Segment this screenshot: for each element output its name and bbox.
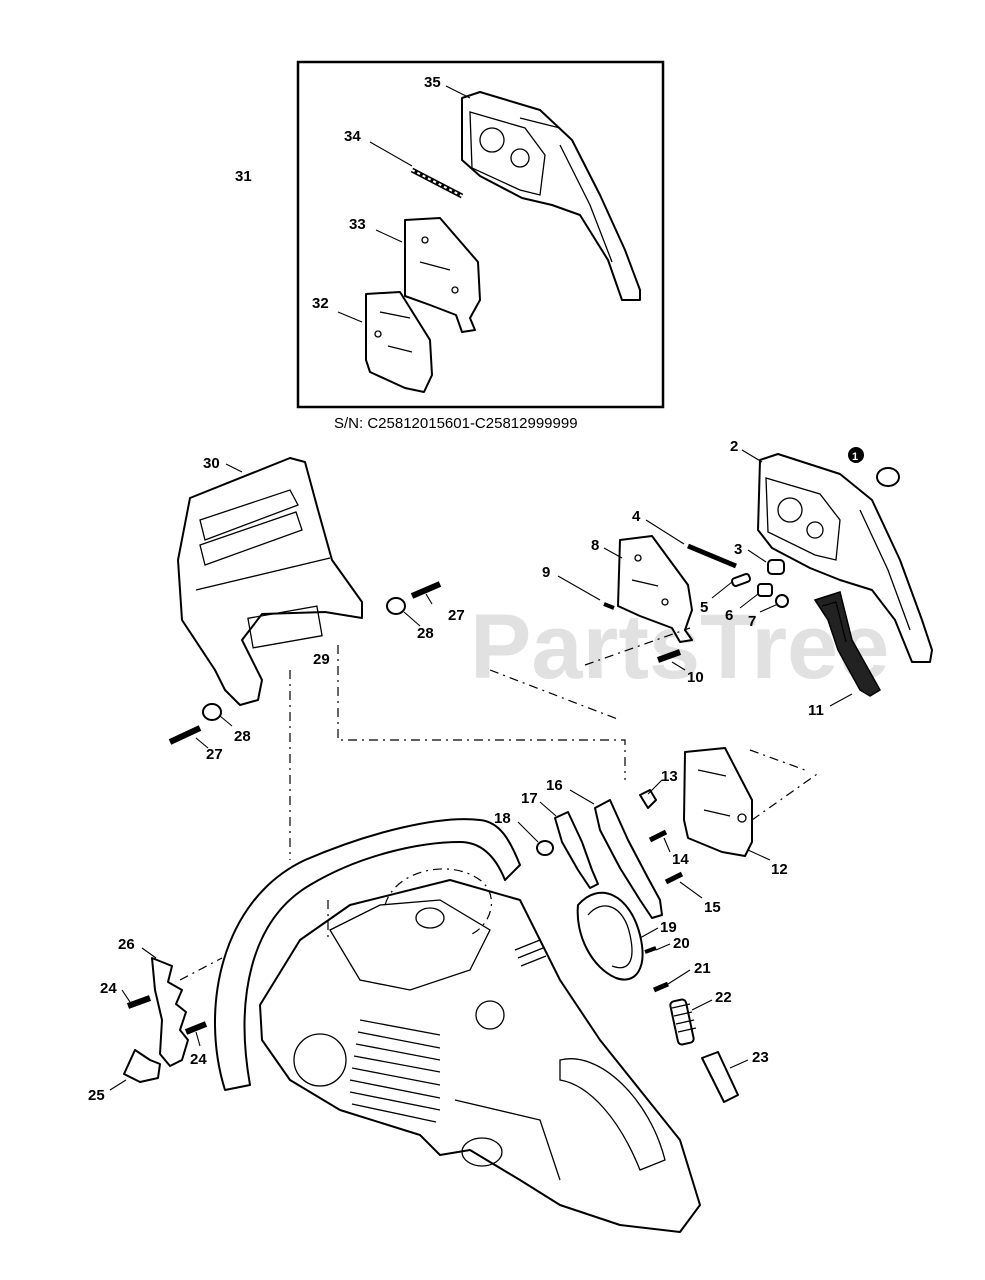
sprocket-cover — [757, 453, 933, 663]
bumper-bracket — [123, 1049, 161, 1083]
guard-bolt — [410, 581, 442, 599]
callout-20: 20 — [673, 935, 690, 952]
stud — [687, 543, 737, 569]
bar-nut — [876, 467, 900, 487]
assembly-line-2 — [337, 645, 626, 780]
callout-1: 1 — [852, 451, 858, 463]
clip — [639, 789, 657, 809]
callout-31: 31 — [235, 168, 252, 185]
inset-stud — [410, 167, 464, 199]
callout-16: 16 — [546, 777, 563, 794]
inset-inner-plate — [365, 291, 433, 393]
inset-sprocket-cover — [461, 91, 641, 301]
assembly-line-5 — [749, 749, 806, 771]
callout-12: 12 — [771, 861, 788, 878]
callout-22: 22 — [715, 989, 732, 1006]
callout-24-upper: 24 — [100, 980, 117, 997]
guard-spacer — [386, 597, 406, 615]
scrench — [813, 591, 882, 697]
callout-6: 6 — [725, 607, 733, 624]
callout-1-badge — [848, 447, 864, 463]
bushing — [536, 840, 554, 856]
inset-outer-plate — [404, 217, 481, 333]
assembly-line-6 — [751, 771, 821, 821]
tensioner-plate — [594, 799, 663, 919]
brake-band — [576, 891, 644, 981]
screw-24a — [126, 995, 152, 1009]
callout-7: 7 — [748, 613, 756, 630]
callout-24-lower: 24 — [190, 1051, 207, 1068]
inner-guide-plate — [683, 747, 753, 857]
screw-24b — [184, 1021, 208, 1035]
outer-guide-plate — [617, 535, 693, 643]
spring-cover — [701, 1051, 739, 1103]
pin-21 — [653, 981, 669, 993]
callout-2: 2 — [730, 438, 738, 455]
assembly-line-4 — [584, 627, 691, 666]
callout-29: 29 — [313, 651, 330, 668]
adjuster-plate — [554, 811, 599, 889]
callout-28-lower: 28 — [234, 728, 251, 745]
callout-8: 8 — [591, 537, 599, 554]
guard-spacer-lower — [202, 703, 222, 721]
callout-14: 14 — [672, 851, 689, 868]
assembly-line-7 — [179, 957, 223, 981]
callout-27-lower: 27 — [206, 746, 223, 763]
callout-10: 10 — [687, 669, 704, 686]
callout-3: 3 — [734, 541, 742, 558]
saw-body — [214, 818, 701, 1233]
callout-4: 4 — [632, 508, 641, 525]
adjuster-pin — [731, 573, 751, 587]
callout-25: 25 — [88, 1087, 105, 1104]
serial-note: S/N: C25812015601-C25812999999 — [334, 415, 578, 432]
callout-21: 21 — [694, 960, 711, 977]
washer — [775, 594, 789, 608]
callout-32: 32 — [312, 295, 329, 312]
callout-11: 11 — [808, 702, 824, 719]
assembly-line-3 — [489, 669, 621, 721]
callout-27-upper: 27 — [448, 607, 465, 624]
screw — [603, 602, 615, 610]
adjuster-nut — [757, 583, 773, 597]
callout-18: 18 — [494, 810, 511, 827]
callout-13: 13 — [661, 768, 678, 785]
serial-inset-box — [296, 60, 665, 409]
callout-26: 26 — [118, 936, 135, 953]
front-hand-guard — [177, 457, 363, 706]
callout-35: 35 — [424, 74, 441, 91]
bolt — [656, 649, 682, 663]
callout-30: 30 — [203, 455, 220, 472]
callout-17: 17 — [521, 790, 538, 807]
callout-28-upper: 28 — [417, 625, 434, 642]
pin-20 — [644, 946, 657, 954]
screw-15 — [664, 871, 684, 885]
spike-bumper — [151, 957, 189, 1067]
leader-lines — [109, 449, 853, 1091]
callout-19: 19 — [660, 919, 677, 936]
callout-5: 5 — [700, 599, 708, 616]
screw-14 — [648, 829, 668, 843]
callout-15: 15 — [704, 899, 721, 916]
callout-23: 23 — [752, 1049, 769, 1066]
callout-9: 9 — [542, 564, 550, 581]
callout-33: 33 — [349, 216, 366, 233]
guard-bolt-lower — [168, 725, 202, 745]
collar — [767, 559, 785, 575]
callout-34: 34 — [344, 128, 361, 145]
